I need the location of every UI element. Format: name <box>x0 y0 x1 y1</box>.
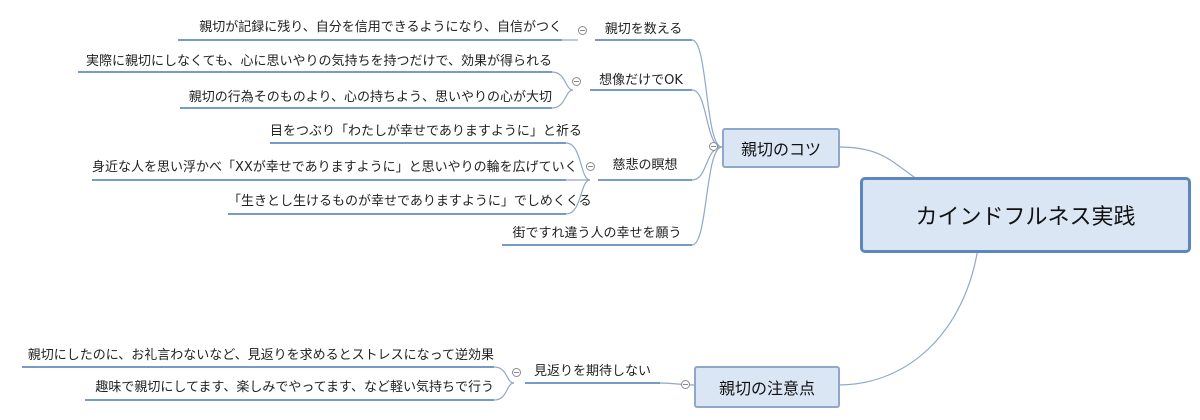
leaf-souzou-2[interactable]: 親切の行為そのものより、心の持ちよう、思いやりの心が大切 <box>188 90 552 105</box>
topic-kazoeru[interactable]: 親切を数える <box>604 22 683 37</box>
topic-mikaeri[interactable]: 見返りを期待しない <box>533 364 651 379</box>
topic-souzou[interactable]: 想像だけでOK <box>599 73 683 88</box>
connector-jihi-leaf1 <box>565 142 591 181</box>
connector-tips-machi <box>691 146 723 246</box>
leaf-jihi-2[interactable]: 身近な人を思い浮かべ「XXが幸せでありますように」と思いやりの輪を広げていく <box>92 160 578 175</box>
collapse-caution-icon[interactable] <box>681 380 690 389</box>
connector-mikaeri-leaf1 <box>493 366 515 384</box>
connector-central-tips <box>837 146 919 181</box>
leaf-souzou-1[interactable]: 実際に親切にしなくても、心に思いやりの気持ちを持つだけで、効果が得られる <box>85 54 552 69</box>
topic-machi[interactable]: 街ですれ違う人の幸せを願う <box>512 226 682 241</box>
leaf-mikaeri-1[interactable]: 親切にしたのに、お礼言わないなど、見返りを求めるとストレスになって逆効果 <box>27 348 494 363</box>
leaf-kazoeru-1[interactable]: 親切が記録に残り、自分を信用できるようになり、自信がつく <box>199 20 562 35</box>
topic-jihi[interactable]: 慈悲の瞑想 <box>612 158 678 173</box>
leaf-jihi-3[interactable]: 「生きとし生けるものが幸せでありますように」でしめくくる <box>228 194 592 209</box>
branch-node-caution-label: 親切の注意点 <box>718 379 815 398</box>
collapse-kazoeru-icon[interactable] <box>578 26 587 35</box>
collapse-mikaeri-icon[interactable] <box>512 368 521 377</box>
central-node[interactable]: カインドフルネス実践 <box>860 177 1191 253</box>
collapse-tips-icon[interactable] <box>709 142 718 151</box>
connector-caution-mikaeri <box>659 382 695 386</box>
connector-souzou-leaf1 <box>551 71 574 91</box>
connector-mikaeri-leaf2 <box>493 382 515 401</box>
connector-jihi-leaf3 <box>565 179 591 215</box>
leaf-jihi-1[interactable]: 目をつぶり「わたしが幸せでありますように」と祈る <box>270 124 582 139</box>
leaf-mikaeri-2[interactable]: 趣味で親切にしてます、楽しみでやってます、など軽い気持ちで行う <box>95 380 494 395</box>
collapse-jihi-icon[interactable] <box>586 162 595 171</box>
collapse-souzou-icon[interactable] <box>572 77 581 86</box>
connector-central-caution <box>837 247 979 386</box>
connector-souzou-leaf2 <box>551 89 574 109</box>
branch-node-tips-label: 親切のコツ <box>740 140 821 159</box>
branch-node-caution[interactable]: 親切の注意点 <box>694 366 840 408</box>
connector-tips-kazoeru <box>691 39 723 148</box>
connector-tips-jihi <box>691 146 723 181</box>
central-node-label: カインドフルネス実践 <box>915 205 1136 230</box>
branch-node-tips[interactable]: 親切のコツ <box>722 128 840 168</box>
